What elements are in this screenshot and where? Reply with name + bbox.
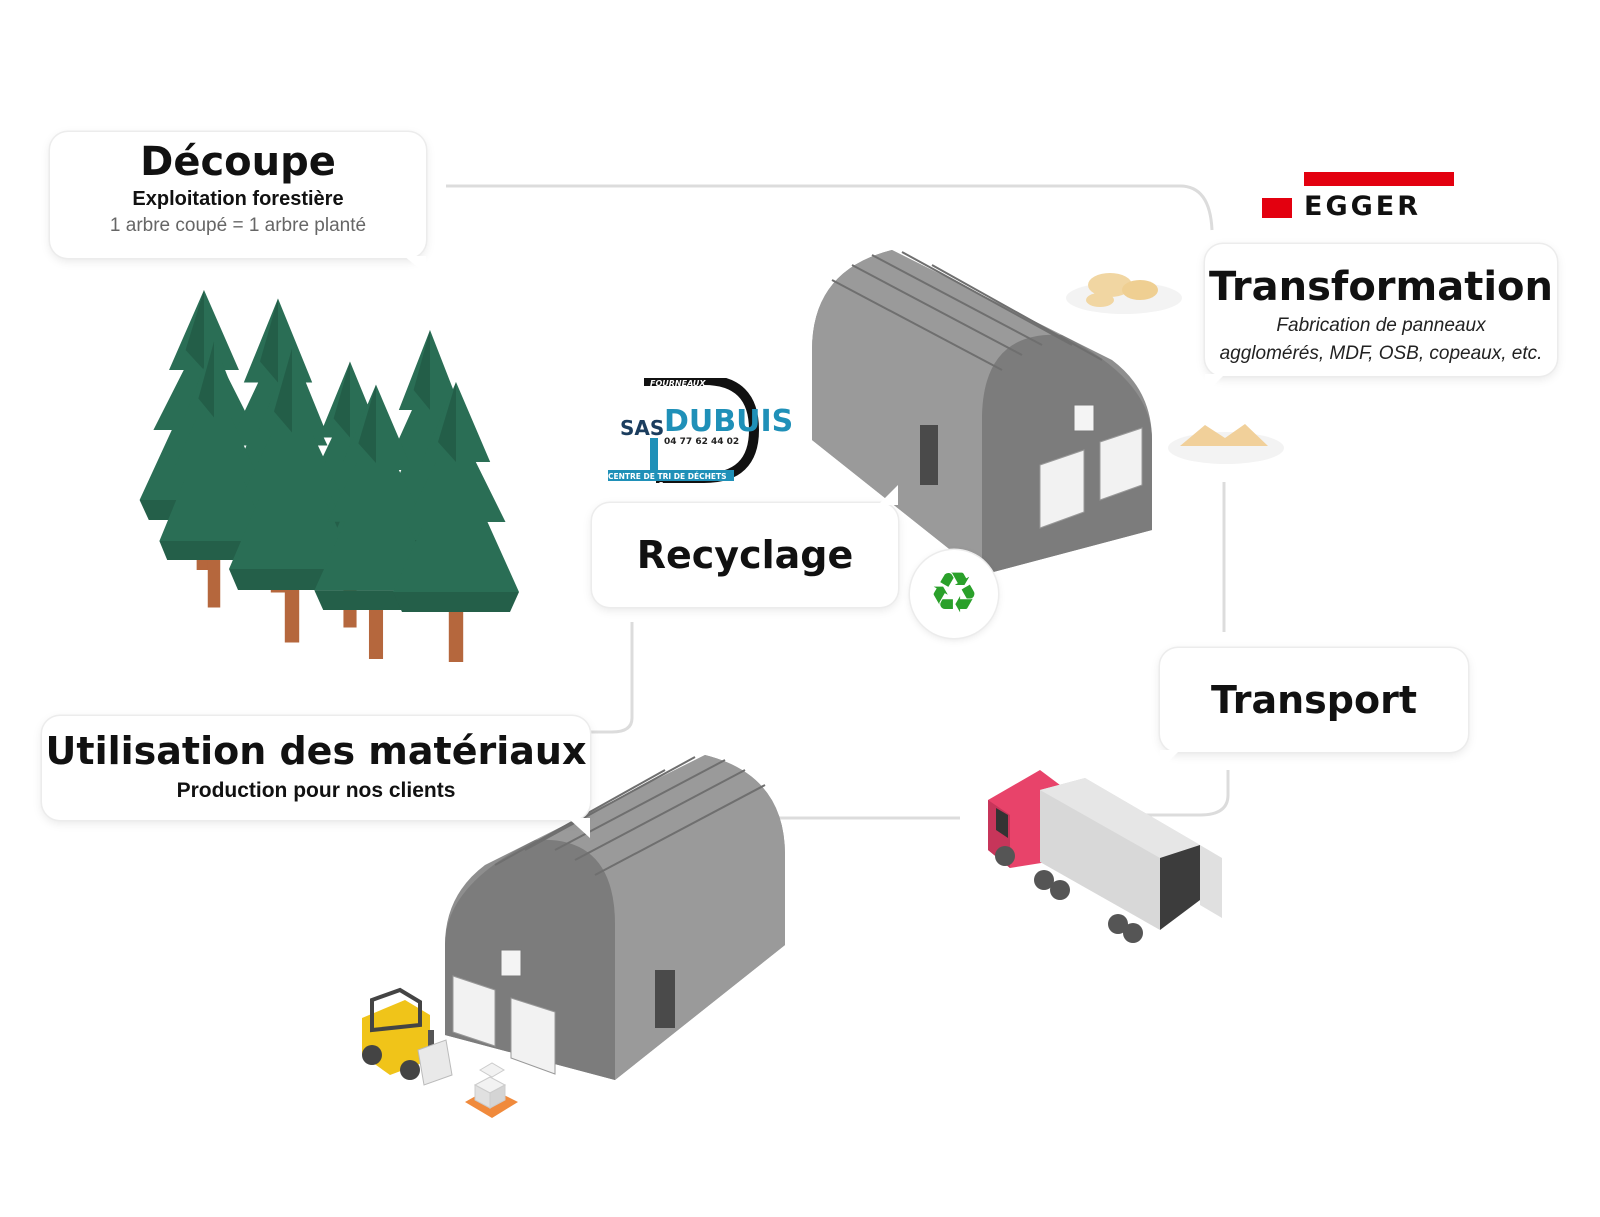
bubble-tail bbox=[878, 485, 898, 505]
warehouse-icon-transformation bbox=[812, 250, 1152, 575]
stage-utilisation-bubble: Utilisation des matériaux Production pou… bbox=[42, 716, 590, 838]
stage-decoupe-note: 1 arbre coupé = 1 arbre planté bbox=[109, 215, 367, 236]
egger-logo-text: EGGER bbox=[1304, 191, 1422, 222]
stage-decoupe-subtitle: Exploitation forestière bbox=[132, 188, 344, 210]
egger-logo-mark bbox=[1262, 198, 1292, 218]
dubuis-logo: FOURNEAUX SAS DUBUIS 04 77 62 44 02 CENT… bbox=[604, 378, 793, 490]
stage-transformation-line2: agglomérés, MDF, OSB, copeaux, etc. bbox=[1219, 343, 1543, 364]
bubble-tail bbox=[1160, 750, 1180, 770]
stage-recyclage-title: Recyclage bbox=[636, 533, 854, 577]
truck-icon bbox=[988, 770, 1222, 943]
stage-transport-title: Transport bbox=[1210, 678, 1417, 722]
forest-trees-icon bbox=[139, 290, 519, 662]
wood-chips-icon bbox=[1066, 273, 1284, 464]
dubuis-phone: 04 77 62 44 02 bbox=[664, 437, 740, 447]
egger-logo-bar bbox=[1304, 172, 1454, 186]
bubble-tail bbox=[568, 818, 590, 838]
dubuis-tagline: CENTRE DE TRI DE DÉCHETS INDUSTRIELS bbox=[608, 472, 727, 490]
stage-transformation-line1: Fabrication de panneaux bbox=[1276, 315, 1486, 336]
bubble-tail bbox=[1205, 374, 1225, 394]
stage-transformation-title: Transformation bbox=[1209, 264, 1553, 310]
stage-transformation-bubble: Transformation Fabrication de panneaux a… bbox=[1205, 244, 1557, 394]
stage-utilisation-title: Utilisation des matériaux bbox=[45, 729, 587, 773]
stage-utilisation-subtitle: Production pour nos clients bbox=[176, 779, 456, 802]
boxes-icon bbox=[465, 1062, 518, 1118]
dubuis-place: FOURNEAUX bbox=[650, 379, 706, 388]
dubuis-name: DUBUIS bbox=[664, 404, 794, 439]
stage-decoupe-bubble: Découpe Exploitation forestière 1 arbre … bbox=[50, 132, 426, 274]
bubble-tail bbox=[404, 256, 426, 274]
stage-decoupe-title: Découpe bbox=[140, 139, 336, 185]
stage-recyclage-bubble: Recyclage bbox=[592, 485, 898, 607]
dubuis-prefix: SAS bbox=[620, 416, 665, 440]
recycle-icon: ♻ bbox=[910, 550, 998, 638]
stage-transport-bubble: Transport bbox=[1160, 648, 1468, 770]
egger-logo: EGGER bbox=[1262, 172, 1454, 222]
dubuis-logo-shape bbox=[608, 378, 760, 483]
warehouse-icon-utilisation bbox=[445, 755, 785, 1080]
forklift-icon bbox=[362, 987, 453, 1086]
